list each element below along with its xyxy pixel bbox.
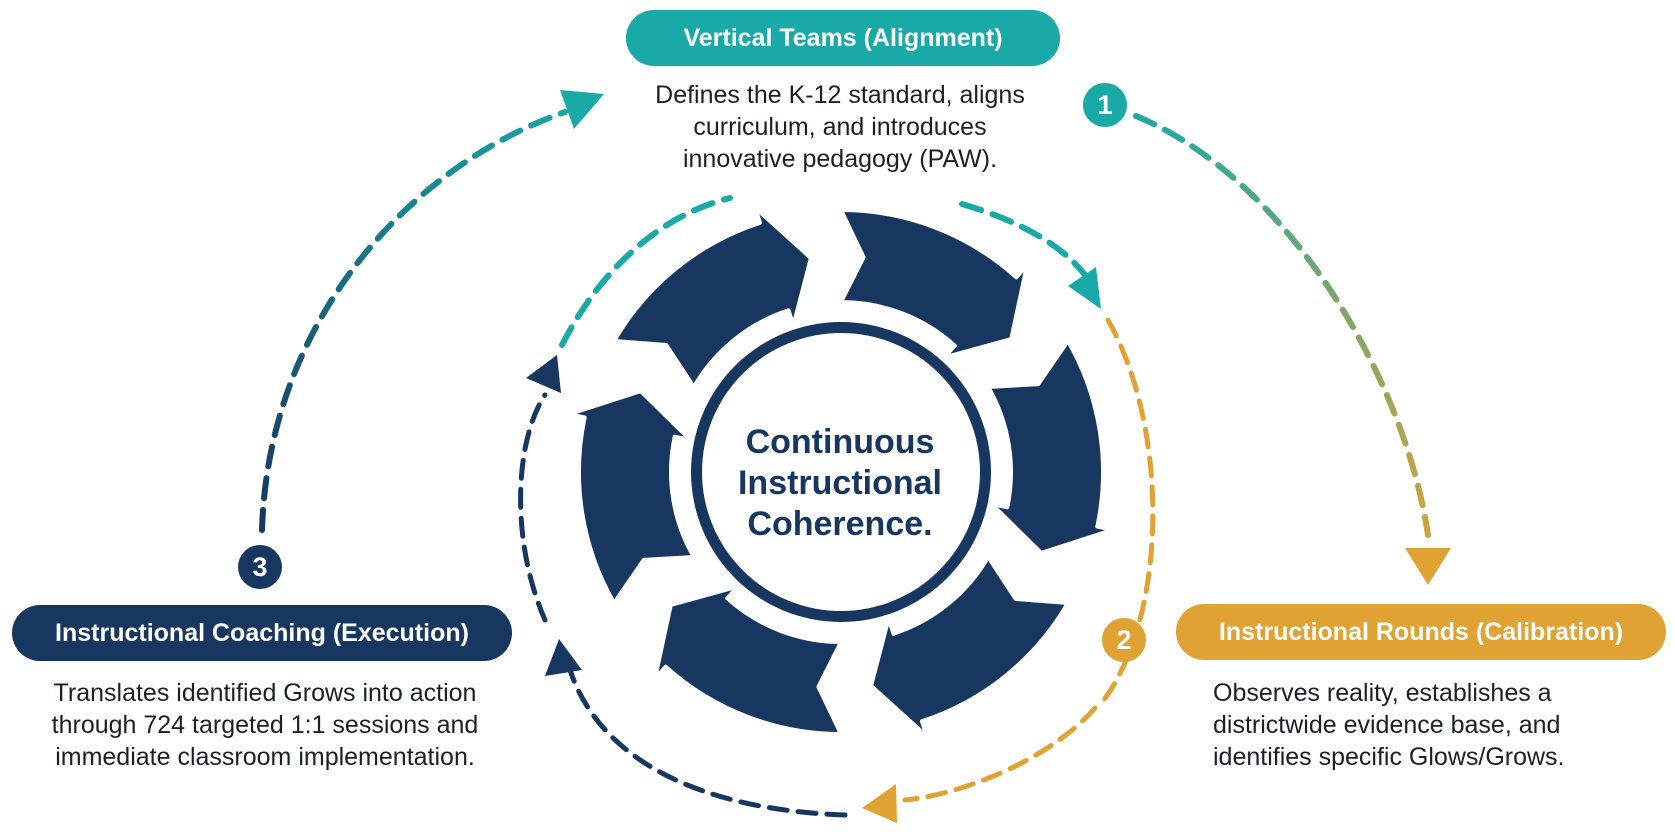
stage-2-title: Instructional Rounds (Calibration) xyxy=(1176,604,1666,660)
connector-coaching-to-vertical xyxy=(259,109,568,533)
stage-3-title: Instructional Coaching (Execution) xyxy=(12,605,512,661)
cycle-arrow-segment xyxy=(567,389,696,605)
center-title: Continuous Instructional Coherence. xyxy=(695,422,985,545)
circular-arrows-icon xyxy=(567,205,1115,739)
stage-1-description-line: innovative pedagogy (PAW). xyxy=(682,145,998,173)
stage-2-description-line: districtwide evidence base, and xyxy=(1213,711,1561,739)
arrowhead-inner-left-icon xyxy=(526,355,561,393)
stage-1-description-line: curriculum, and introduces xyxy=(693,113,987,141)
stage-3-number-badge: 3 xyxy=(238,545,282,589)
stage-1-description: Defines the K-12 standard, aligns curric… xyxy=(600,79,1080,175)
connector-inner-bottom-left xyxy=(567,667,848,818)
connector-inner-top-left xyxy=(559,195,733,348)
stage-2-number-badge: 2 xyxy=(1102,618,1146,662)
arrowhead-inner-bottom-left-icon xyxy=(545,639,582,676)
connector-inner-left xyxy=(518,392,548,623)
connector-inner-bottom xyxy=(902,705,1098,803)
cycle-arrow-segment xyxy=(986,339,1115,555)
arrowhead-inner-bottom-icon xyxy=(862,784,897,823)
connector-inner-right xyxy=(1097,317,1156,708)
arrowhead-coaching-to-vertical-icon xyxy=(560,90,604,129)
stage-1-number-badge: 1 xyxy=(1083,83,1127,127)
center-title-line: Instructional xyxy=(737,464,943,502)
stage-3-description-line: through 724 targeted 1:1 sessions and xyxy=(51,711,479,739)
cycle-arrow-segment xyxy=(869,555,1070,739)
stage-2-description-line: identifies specific Glows/Grows. xyxy=(1213,743,1565,771)
stage-2-description: Observes reality, establishes a district… xyxy=(1213,677,1633,773)
stage-2-description-line: Observes reality, establishes a xyxy=(1213,679,1552,707)
center-title-line: Continuous xyxy=(745,423,935,461)
cycle-arrow-segment xyxy=(653,584,843,736)
connector-inner-top-right xyxy=(959,201,1088,278)
connector-vertical-to-rounds xyxy=(1133,113,1431,538)
stage-3-description-line: Translates identified Grows into action xyxy=(53,679,477,707)
cycle-arrow-segment xyxy=(612,205,813,389)
arrowhead-inner-top-right-icon xyxy=(1068,267,1101,309)
center-title-line: Coherence. xyxy=(747,505,933,543)
stage-3-description-line: immediate classroom implementation. xyxy=(55,743,475,771)
stage-1-title: Vertical Teams (Alignment) xyxy=(626,10,1060,66)
center-circle-inner xyxy=(702,333,980,611)
stage-3-description: Translates identified Grows into action … xyxy=(10,677,520,773)
arrowhead-vertical-to-rounds-icon xyxy=(1405,548,1451,585)
stage-1-description-line: Defines the K-12 standard, aligns xyxy=(655,81,1025,109)
cycle-arrow-segment xyxy=(839,208,1029,360)
